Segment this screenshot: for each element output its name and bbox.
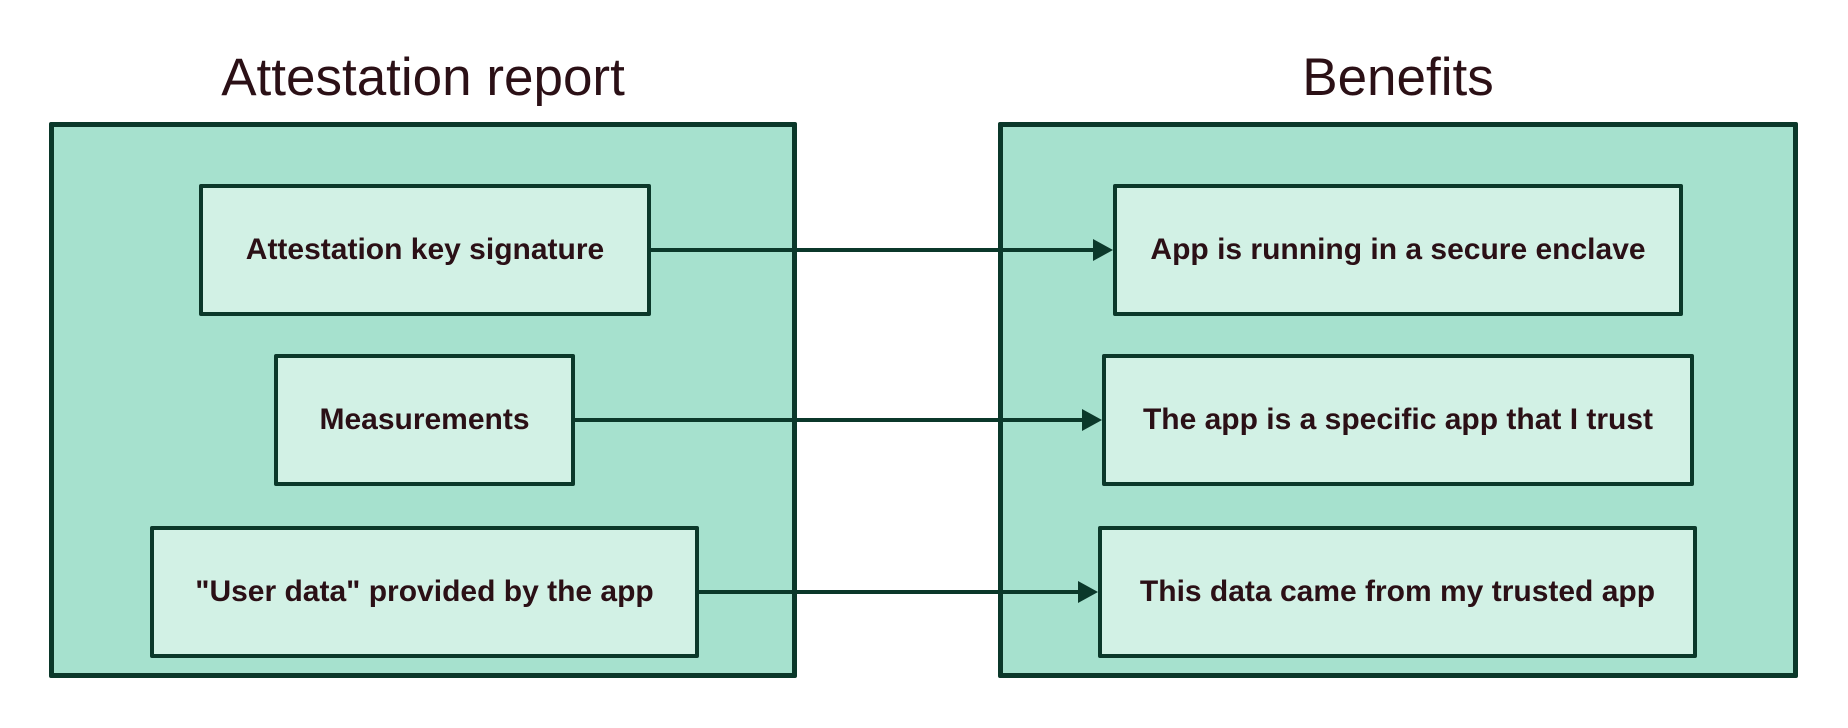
benefits-title: Benefits	[1302, 48, 1494, 107]
benefits-panel: App is running in a secure enclave The a…	[998, 122, 1798, 678]
attestation-report-title: Attestation report	[221, 48, 625, 107]
node-app-running-in-secure-enclave: App is running in a secure enclave	[1113, 184, 1683, 316]
node-user-data-provided-by-app: "User data" provided by the app	[150, 526, 699, 658]
node-attestation-key-signature: Attestation key signature	[199, 184, 651, 316]
node-app-is-specific-trusted-app: The app is a specific app that I trust	[1102, 354, 1694, 486]
connector-arrow-icon-3	[699, 590, 1078, 594]
attestation-report-panel: Attestation key signature Measurements "…	[49, 122, 797, 678]
connector-arrow-icon-1	[651, 248, 1093, 252]
node-measurements: Measurements	[274, 354, 575, 486]
connector-arrow-icon-2	[575, 418, 1082, 422]
node-data-from-trusted-app: This data came from my trusted app	[1098, 526, 1697, 658]
